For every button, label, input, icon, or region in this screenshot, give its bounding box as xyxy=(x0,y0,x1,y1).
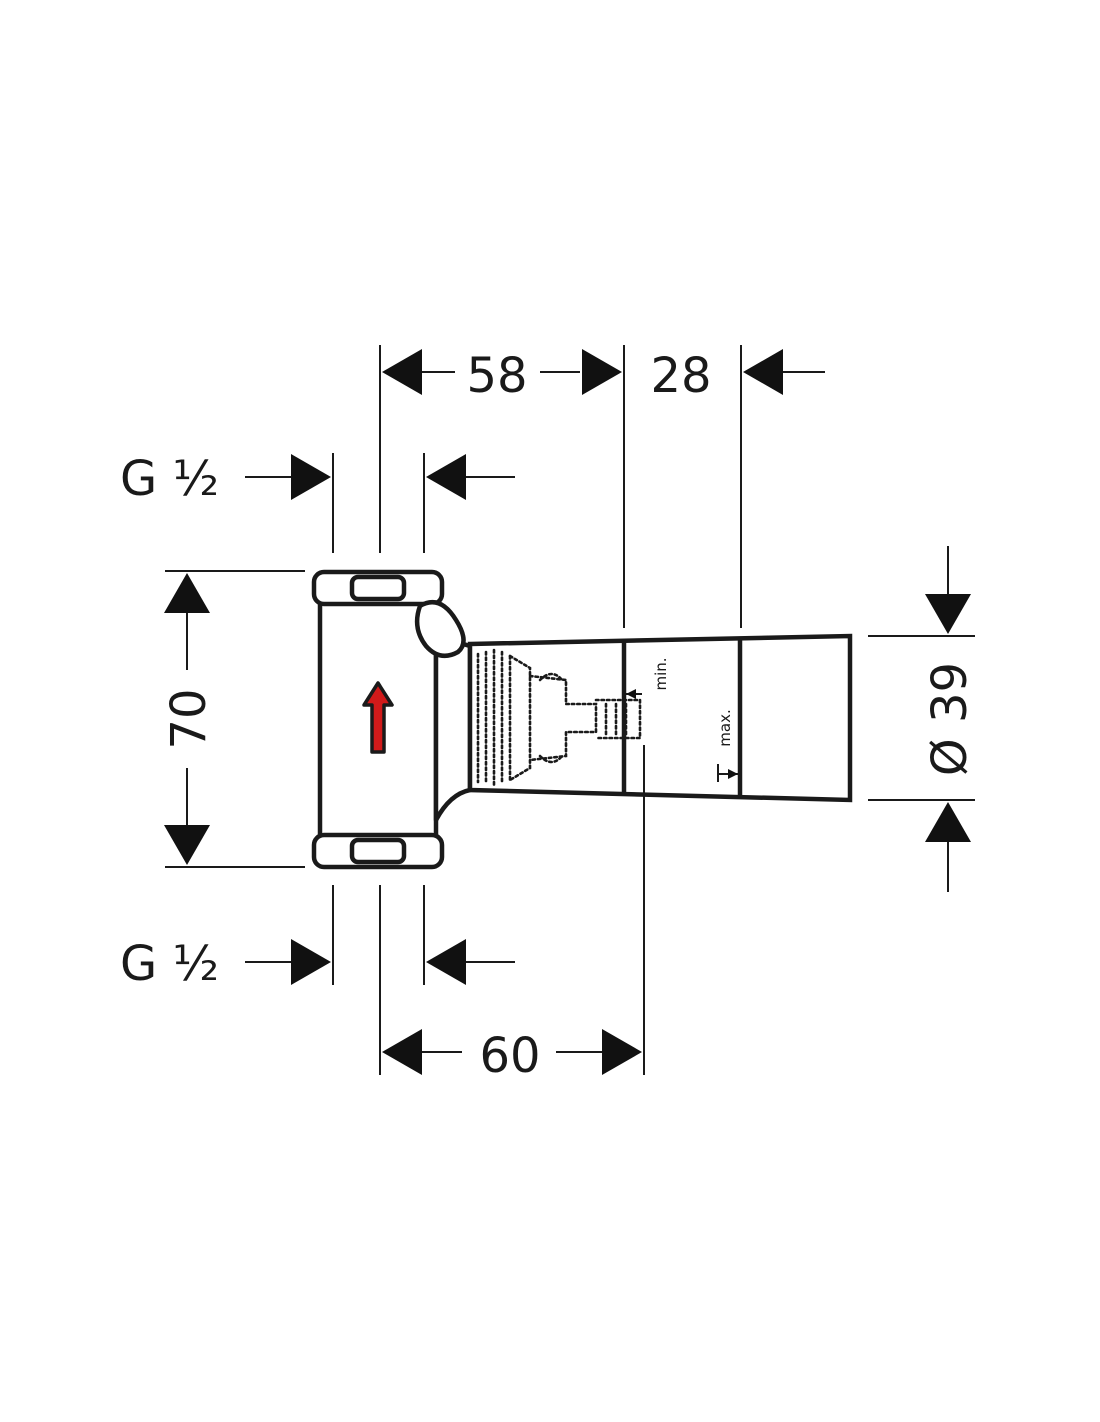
dim-label-70: 70 xyxy=(161,688,217,749)
dotted-stem xyxy=(594,698,642,740)
dim-28-arrow xyxy=(743,349,783,395)
max-indicator-arrow xyxy=(728,769,738,779)
dim-g-bottom-arrow-right xyxy=(426,939,466,985)
dim-58-arrow-right xyxy=(582,349,622,395)
dotted-stem-2 xyxy=(604,702,628,736)
dim-39-arrow-bottom xyxy=(925,802,971,842)
dim-60-arrow-left xyxy=(382,1029,422,1075)
dim-60-arrow-right xyxy=(602,1029,642,1075)
dim-g-top-arrow-left xyxy=(291,454,331,500)
valve-body xyxy=(311,569,473,870)
dotted-taper xyxy=(508,654,532,782)
dim-58-arrow-left xyxy=(382,349,422,395)
dotted-lobe-top xyxy=(538,672,564,682)
dim-label-diameter-39: Ø 39 xyxy=(922,662,978,776)
bottom-nut-inner xyxy=(349,837,407,865)
dim-39-arrow-top xyxy=(925,594,971,634)
hidden-internals xyxy=(476,648,642,788)
body-neck xyxy=(433,637,473,823)
dim-70-arrow-top xyxy=(164,573,210,613)
dim-g-top-arrow-right xyxy=(426,454,466,500)
housing-outline xyxy=(467,633,853,803)
dim-label-28: 28 xyxy=(650,348,711,404)
dim-label-60: 60 xyxy=(479,1028,540,1084)
label-max: max. xyxy=(716,709,734,746)
cartridge-housing xyxy=(467,633,853,803)
dotted-lobe-bottom xyxy=(538,754,564,764)
dim-70-arrow-bottom xyxy=(164,825,210,865)
dimension-lines xyxy=(164,349,971,1075)
thread-label-top: G ½ xyxy=(120,451,219,507)
dotted-step xyxy=(528,674,598,762)
label-min: min. xyxy=(652,657,670,690)
extension-lines xyxy=(165,345,975,1075)
thread-label-bottom: G ½ xyxy=(120,936,219,992)
body-knob xyxy=(414,600,466,659)
top-nut-inner xyxy=(349,574,407,602)
dim-g-bottom-arrow-left xyxy=(291,939,331,985)
dim-label-58: 58 xyxy=(466,348,527,404)
min-indicator-arrow xyxy=(626,689,636,699)
flow-direction-arrow-icon xyxy=(362,681,394,754)
flow-arrow-shape xyxy=(362,681,394,754)
